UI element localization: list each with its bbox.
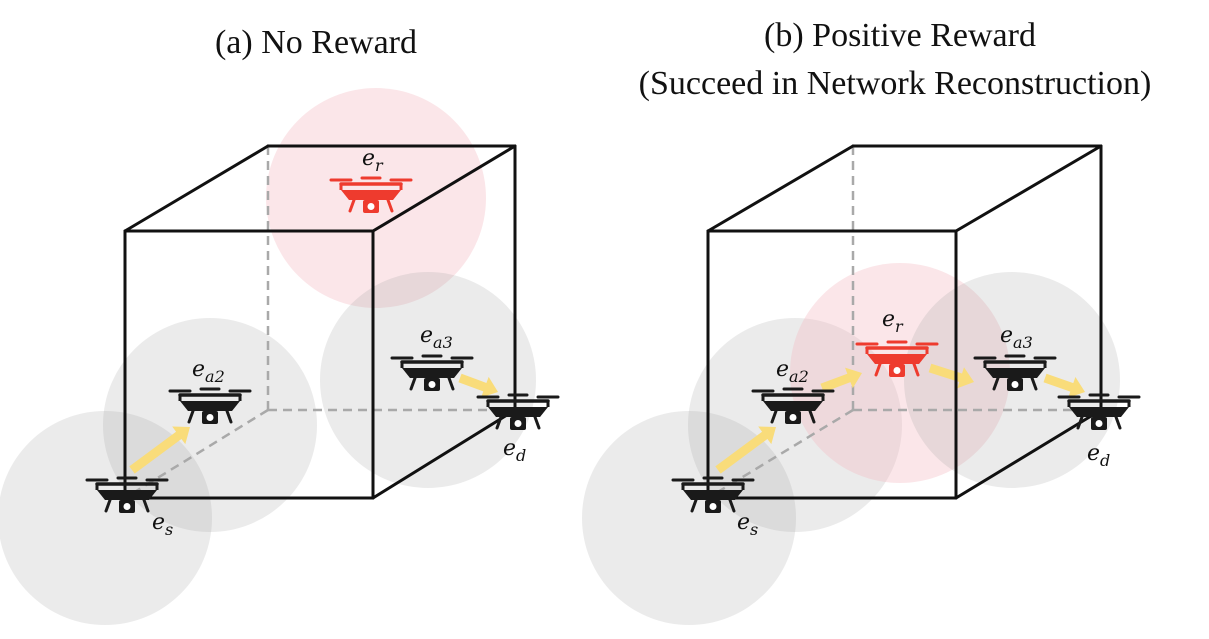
panel-b-label-ed: ed <box>1087 441 1110 470</box>
panel-b-label-er: er <box>882 307 904 336</box>
panel-a-link-arrow-icon-2 <box>458 373 498 398</box>
panel-a-cube-edge-9 <box>371 408 517 500</box>
panel-b-label-ea3: ea3 <box>1000 323 1033 352</box>
panel-b-cube-edge-9 <box>954 408 1103 500</box>
panel-b-label-ea2: ea2 <box>776 357 809 386</box>
panel-b-label-es: es <box>737 510 758 539</box>
panel-a-label-ed: ed <box>503 436 526 465</box>
panel-b-link-arrow-icon-1 <box>715 426 776 474</box>
panel-a-label-ea2: ea2 <box>192 357 225 386</box>
panel-b-link-arrow-icon-3 <box>928 363 974 389</box>
coverage-ranges <box>0 88 1120 625</box>
panel-a-cube-edge-5 <box>123 144 270 233</box>
cube-visible-edges <box>123 144 1103 500</box>
panel-a-label-ea3: ea3 <box>420 323 453 352</box>
panel-b-cube-edge-5 <box>706 144 855 233</box>
panel-a-label-er: er <box>362 146 384 175</box>
node-labels: es ea2 er ea3 ed es ea2 er ea3 ed <box>152 146 1110 539</box>
panel-a-label-es: es <box>152 510 173 539</box>
panel-b-title-line-1: (b) Positive Reward <box>764 17 1036 54</box>
panel-b-link-arrow-icon-4 <box>1043 373 1085 398</box>
panel-a-link-arrow-icon-1 <box>129 426 190 474</box>
panel-b-link-arrow-icon-2 <box>820 367 862 393</box>
panel-b-coverage-range-1 <box>582 411 796 625</box>
panel-a-cube-edge-7 <box>371 144 517 233</box>
link-arrows <box>129 363 1085 474</box>
panel-b-cube-edge-7 <box>954 144 1103 233</box>
panel-a-title-line-1: (a) No Reward <box>214 24 418 61</box>
panel-a-coverage-range-1 <box>0 411 212 625</box>
panel-b-title-line-2: (Succeed in Network Reconstruction) <box>638 65 1152 102</box>
